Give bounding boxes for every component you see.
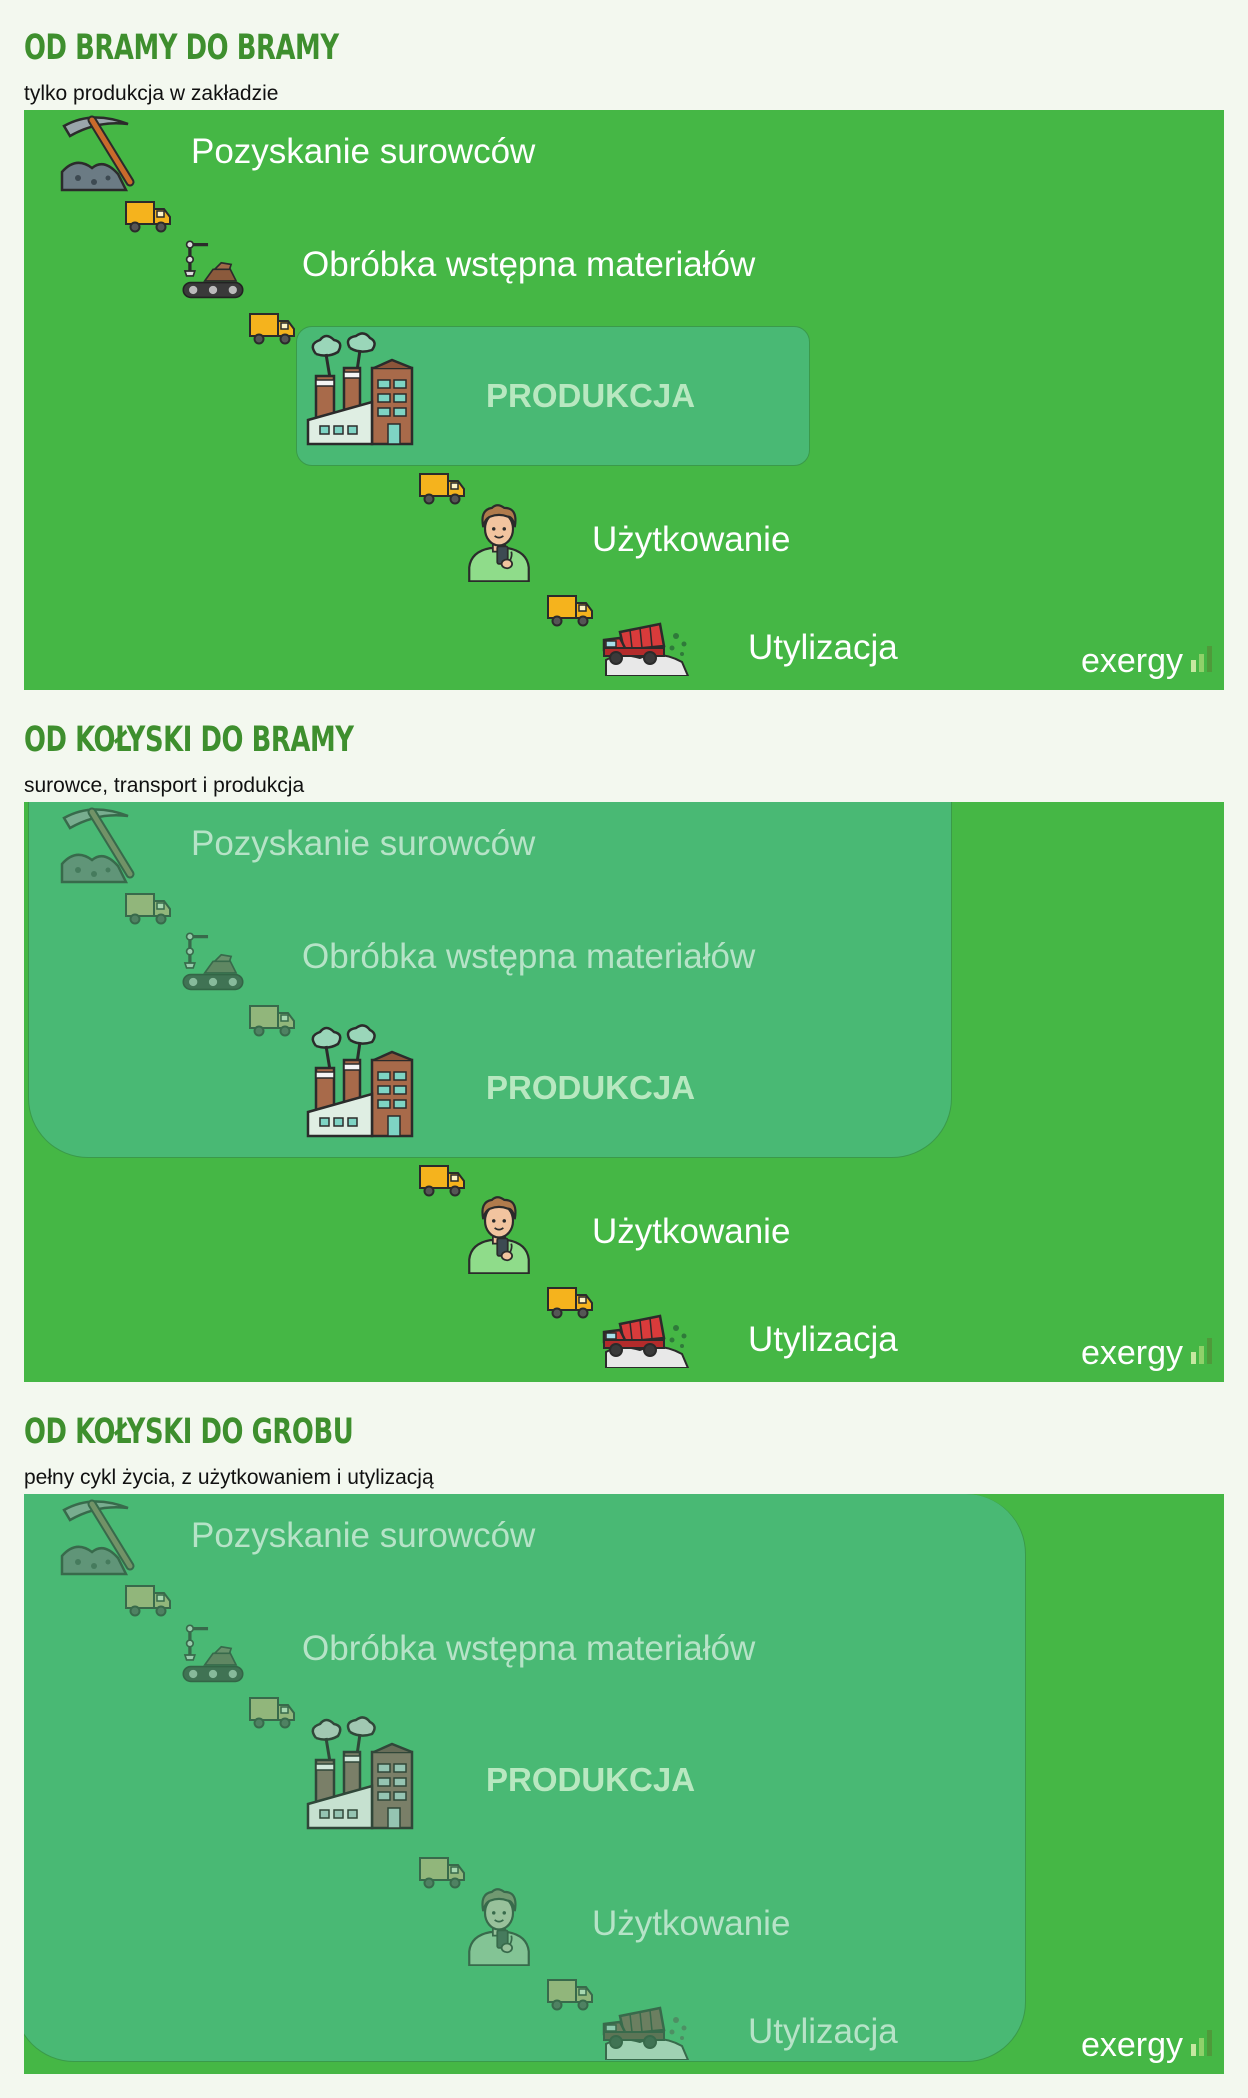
section-title: OD KOŁYSKI DO GROBU: [24, 1412, 354, 1452]
stage-use: Użytkowanie: [592, 520, 791, 559]
logo-bar: [1207, 646, 1212, 672]
exergy-logo: exergy: [1081, 1336, 1212, 1370]
person-with-phone-icon: [464, 1194, 534, 1274]
section-subtitle: tylko produkcja w zakładzie: [24, 82, 279, 105]
logo-bar: [1199, 1346, 1204, 1364]
section-title: OD KOŁYSKI DO BRAMY: [24, 720, 354, 760]
exergy-logo: exergy: [1081, 644, 1212, 678]
delivery-truck-icon: [418, 1854, 466, 1890]
section-subtitle: pełny cykl życia, z użytkowaniem i utyli…: [24, 1466, 434, 1489]
garbage-truck-icon: [600, 2000, 690, 2060]
delivery-truck-icon: [546, 1284, 594, 1320]
delivery-truck-icon: [248, 1002, 296, 1038]
pickaxe-icon: [58, 1496, 138, 1576]
person-with-phone-icon: [464, 502, 534, 582]
garbage-truck-icon: [600, 1308, 690, 1368]
stage-use: Użytkowanie: [592, 1212, 791, 1251]
delivery-truck-icon: [124, 1582, 172, 1618]
delivery-truck-icon: [418, 1162, 466, 1198]
stage-raw-materials: Pozyskanie surowców: [191, 132, 536, 171]
factory-icon: [304, 332, 424, 452]
delivery-truck-icon: [124, 198, 172, 234]
exergy-logo: exergy: [1081, 2028, 1212, 2062]
lifecycle-diagram: Pozyskanie surowców Obróbka wstępna mate…: [24, 110, 1224, 690]
stage-processing: Obróbka wstępna materiałów: [302, 1629, 756, 1668]
stage-processing: Obróbka wstępna materiałów: [302, 245, 756, 284]
factory-icon: [304, 1716, 424, 1836]
section-cradle-to-grave: OD KOŁYSKI DO GROBU pełny cykl życia, z …: [0, 1384, 1248, 2076]
logo-bars-icon: [1191, 646, 1212, 672]
lifecycle-diagram: Pozyskanie surowców Obróbka wstępna mate…: [24, 802, 1224, 1382]
logo-bar: [1199, 2038, 1204, 2056]
stage-processing: Obróbka wstępna materiałów: [302, 937, 756, 976]
stage-disposal: Utylizacja: [748, 628, 898, 667]
stage-disposal: Utylizacja: [748, 2012, 898, 2051]
logo-text: exergy: [1080, 1334, 1183, 1372]
stage-disposal: Utylizacja: [748, 1320, 898, 1359]
lifecycle-diagram: Pozyskanie surowców Obróbka wstępna mate…: [24, 1494, 1224, 2074]
delivery-truck-icon: [124, 890, 172, 926]
logo-bar: [1207, 2030, 1212, 2056]
logo-text: exergy: [1080, 2026, 1183, 2064]
system-boundary-cradle-to-grave: [24, 1494, 1026, 2062]
garbage-truck-icon: [600, 616, 690, 676]
delivery-truck-icon: [418, 470, 466, 506]
conveyor-robot-icon: [180, 238, 246, 304]
stage-production: PRODUKCJA: [486, 1069, 696, 1106]
conveyor-robot-icon: [180, 930, 246, 996]
section-title: OD BRAMY DO BRAMY: [24, 28, 339, 68]
section-gate-to-gate: OD BRAMY DO BRAMY tylko produkcja w zakł…: [0, 0, 1248, 692]
logo-bar: [1199, 654, 1204, 672]
pickaxe-icon: [58, 112, 138, 192]
conveyor-robot-icon: [180, 1622, 246, 1688]
logo-bars-icon: [1191, 1338, 1212, 1364]
logo-bar: [1207, 1338, 1212, 1364]
section-subtitle: surowce, transport i produkcja: [24, 774, 305, 797]
section-cradle-to-gate: OD KOŁYSKI DO BRAMY surowce, transport i…: [0, 692, 1248, 1384]
pickaxe-icon: [58, 804, 138, 884]
delivery-truck-icon: [248, 310, 296, 346]
logo-bar: [1191, 660, 1196, 672]
delivery-truck-icon: [546, 1976, 594, 2012]
delivery-truck-icon: [248, 1694, 296, 1730]
delivery-truck-icon: [546, 592, 594, 628]
factory-icon: [304, 1024, 424, 1144]
stage-production: PRODUKCJA: [486, 1761, 696, 1798]
logo-bars-icon: [1191, 2030, 1212, 2056]
logo-bar: [1191, 1352, 1196, 1364]
logo-bar: [1191, 2044, 1196, 2056]
stage-raw-materials: Pozyskanie surowców: [191, 824, 536, 863]
stage-raw-materials: Pozyskanie surowców: [191, 1516, 536, 1555]
stage-production: PRODUKCJA: [486, 377, 696, 414]
person-with-phone-icon: [464, 1886, 534, 1966]
logo-text: exergy: [1080, 642, 1183, 680]
stage-use: Użytkowanie: [592, 1904, 791, 1943]
system-boundary-cradle-to-gate: [28, 802, 952, 1158]
